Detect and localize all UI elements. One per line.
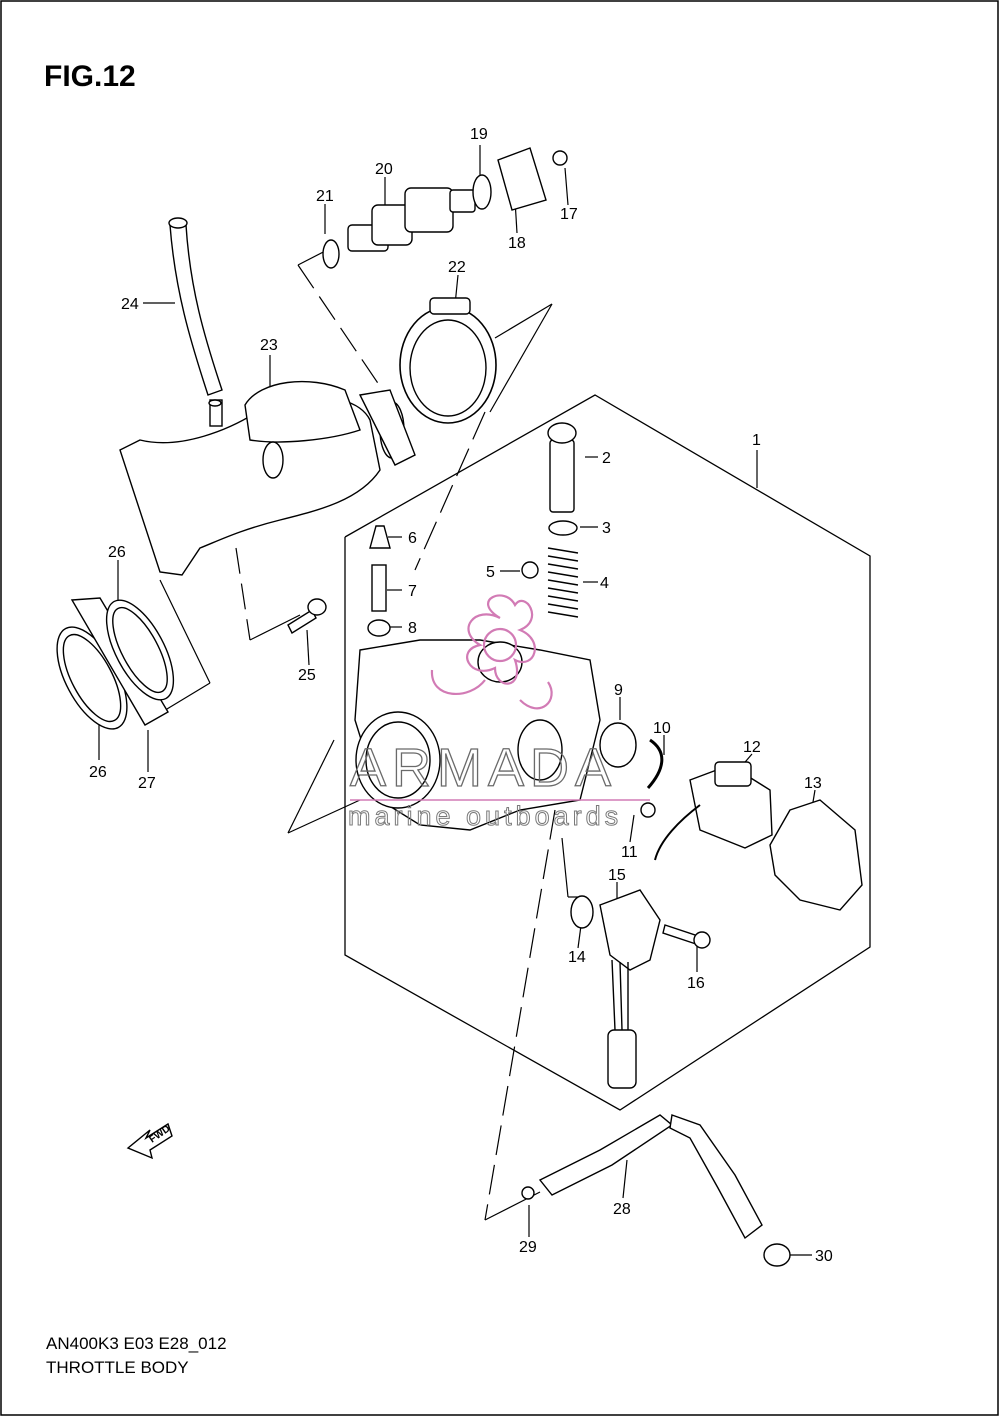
tps-o-ring (570, 895, 594, 929)
fuel-hose-clamp (763, 1243, 791, 1267)
throttle-body-port (517, 719, 563, 781)
sensor-o-ring (599, 722, 637, 768)
callout-label: 10 (653, 720, 671, 737)
stud (371, 564, 387, 612)
gasket-inner-ring (112, 606, 168, 694)
callout-label: 15 (608, 867, 626, 884)
intake-clamp-tab (358, 389, 416, 466)
callout-label: 1 (752, 432, 761, 449)
callout-label: 29 (519, 1239, 537, 1256)
figure-code: AN400K3 E03 E28_012 (46, 1334, 227, 1353)
callout-label: 16 (687, 975, 705, 992)
callout-label: 28 (613, 1201, 631, 1218)
leader-lines (98, 145, 816, 1256)
callout-label: 18 (508, 235, 526, 252)
watermark-brand: ARMADA (350, 738, 617, 798)
injector-inlet (449, 189, 476, 213)
sensor-screw (640, 802, 656, 818)
hose-clamp-inner (409, 319, 487, 417)
pipe-bolt-head (307, 598, 327, 616)
idle-air-valve-pipe (654, 804, 701, 861)
intake-clamp-left (262, 441, 284, 479)
gasket-outer-inner (62, 633, 122, 723)
callout-label: 19 (470, 126, 488, 143)
idle-air-valve-connector (714, 761, 752, 787)
callout-label: 22 (448, 259, 466, 276)
idle-spring (547, 547, 579, 618)
callout-label: 12 (743, 739, 761, 756)
hose-clamp-screw (429, 297, 471, 315)
o-ring-upper (472, 174, 492, 210)
callout-label: 13 (804, 775, 822, 792)
callout-label: 11 (621, 844, 638, 861)
throttle-position-sensor (599, 889, 661, 971)
hose-clip (521, 1186, 535, 1200)
watermark-tagline: marine outboards (348, 801, 622, 831)
figure-name: THROTTLE BODY (46, 1358, 189, 1377)
assembly-outline (344, 394, 871, 1111)
callout-label: 20 (375, 161, 393, 178)
injector-seal (322, 239, 340, 269)
tps-screw-head (693, 931, 711, 949)
tps-sheath (607, 1029, 637, 1089)
hose-end (168, 217, 188, 229)
intake-nipple-tip (208, 399, 222, 407)
intake-pipe (119, 396, 381, 576)
idle-o-ring (548, 520, 578, 536)
callout-label: 2 (602, 450, 611, 467)
callout-label: 17 (560, 206, 578, 223)
callout-label: 9 (614, 682, 623, 699)
fuel-hose-right (669, 1114, 763, 1240)
breather-hose (169, 224, 223, 396)
callout-label: 21 (316, 188, 334, 205)
fuel-hose-left (538, 1114, 674, 1196)
callout-label: 8 (408, 620, 417, 637)
pipe-bolt (287, 608, 317, 635)
callout-label: 7 (408, 583, 417, 600)
callout-label: 14 (568, 949, 586, 966)
throttle-bore-inner (365, 721, 431, 799)
injector-connector (404, 187, 454, 233)
callout-label: 24 (121, 296, 139, 313)
callout-label: 5 (486, 564, 495, 581)
small-hose (646, 738, 664, 789)
stud-nut (367, 619, 391, 637)
watermark: ARMADA marine outboards (348, 594, 650, 832)
callout-label: 26 (89, 764, 107, 781)
tps-screw (662, 924, 699, 945)
callout-label: 3 (602, 520, 611, 537)
callout-label: 25 (298, 667, 316, 684)
fwd-arrow-icon (126, 1122, 173, 1160)
idle-screw (549, 439, 575, 513)
small-screw (521, 561, 539, 579)
callout-labels: 1 2 3 4 5 6 7 8 9 10 11 12 13 14 15 16 1… (89, 126, 833, 1265)
injector-cap (497, 147, 547, 211)
intake-pipe-boot (244, 380, 361, 443)
rubber-cap (369, 525, 391, 549)
callout-label: 26 (108, 544, 126, 561)
idle-screw-head (547, 422, 577, 444)
cap-screw (552, 150, 568, 166)
callout-label: 6 (408, 530, 417, 547)
valve-cover (769, 799, 863, 911)
tps-wires (611, 959, 629, 1031)
component-drawings (56, 147, 863, 1267)
watermark-logo-icon (430, 594, 553, 710)
callout-label: 27 (138, 775, 156, 792)
figure-title: FIG.12 (44, 60, 136, 93)
callout-label: 23 (260, 337, 278, 354)
callout-label: 4 (600, 575, 609, 592)
callout-label: 30 (815, 1248, 833, 1265)
